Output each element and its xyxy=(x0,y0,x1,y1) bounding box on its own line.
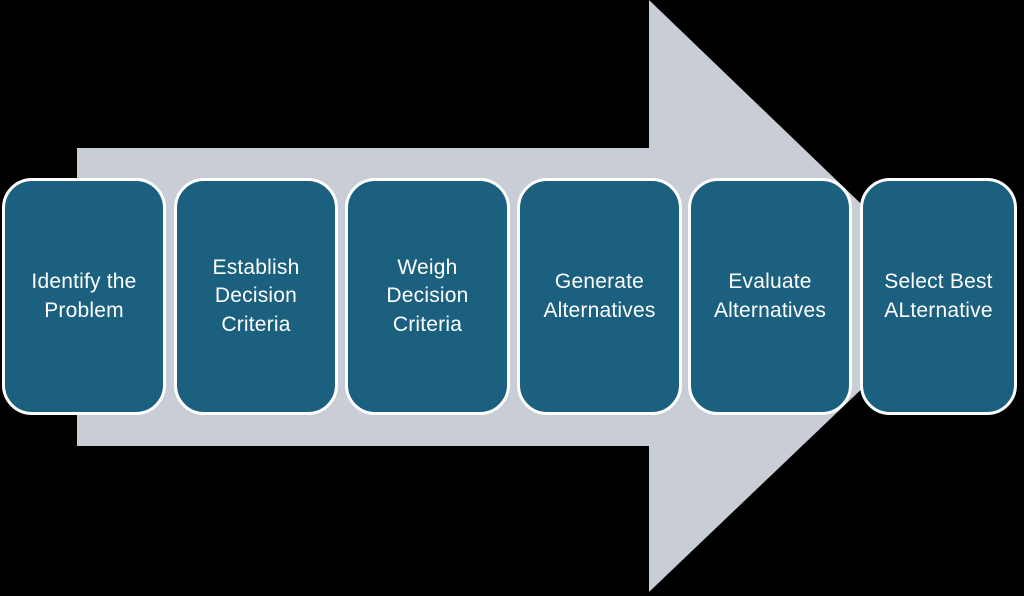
step-label: Evaluate Alternatives xyxy=(713,270,827,322)
step-label: Generate Alternatives xyxy=(543,270,656,322)
step-box-evaluate-alternatives: Evaluate Alternatives xyxy=(688,178,852,415)
step-label: Select Best ALternative xyxy=(884,270,993,322)
step-label: Establish Decision Criteria xyxy=(212,255,300,336)
step-box-generate-alternatives: Generate Alternatives xyxy=(517,178,682,415)
step-box-weigh-criteria: Weigh Decision Criteria xyxy=(345,178,510,415)
step-box-identify-problem: Identify the Problem xyxy=(2,178,166,415)
step-box-select-best-alternative: Select Best ALternative xyxy=(860,178,1017,415)
step-label: Identify the Problem xyxy=(31,270,137,322)
step-box-establish-criteria: Establish Decision Criteria xyxy=(174,178,338,415)
step-label: Weigh Decision Criteria xyxy=(386,255,469,336)
